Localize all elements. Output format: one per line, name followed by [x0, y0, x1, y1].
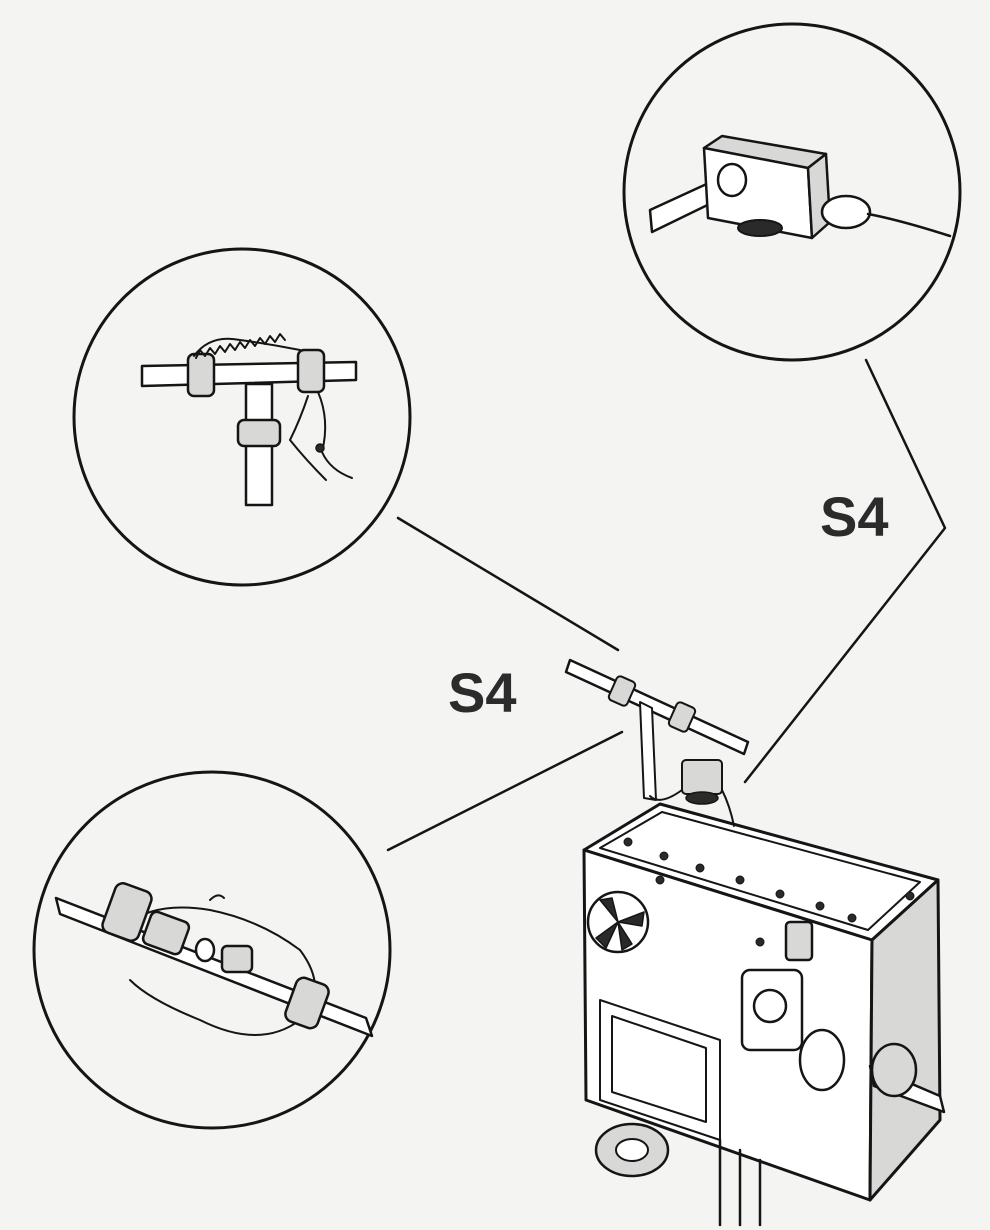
front-lower-panel-inner — [611, 1015, 707, 1123]
connector-base — [737, 219, 783, 237]
shaft-flange — [870, 1042, 918, 1098]
tie-wire-knot — [315, 443, 325, 453]
top-connector-base — [685, 791, 719, 805]
wire-hook — [209, 894, 225, 901]
connector-nut — [716, 162, 748, 198]
mounted-pipe-bend — [649, 789, 683, 801]
fan-blades — [595, 897, 645, 951]
leader-line-right — [743, 358, 947, 784]
clamp-body — [141, 910, 191, 956]
tie-wire-tail-1 — [317, 391, 353, 479]
top-plug — [784, 920, 814, 962]
mounted-fitting-right — [667, 701, 697, 733]
side-boss — [798, 1028, 846, 1092]
mounted-t-junction — [564, 658, 750, 801]
hex-nut — [220, 944, 254, 974]
clamp-left — [101, 882, 153, 942]
detail-circle-outline — [622, 22, 962, 362]
t-fitting-right — [296, 348, 326, 394]
leader-line-bottom-left — [386, 730, 624, 852]
detail-circle-top-left — [72, 247, 412, 587]
callout-label-right: S4 — [820, 485, 889, 548]
tie-wire-twist — [195, 333, 286, 359]
cable-grommet — [820, 194, 872, 230]
t-fitting-left — [186, 352, 216, 398]
tie-wire-top — [193, 337, 301, 357]
washer — [194, 937, 216, 963]
detail-circle-bottom-left — [32, 770, 392, 1130]
cover-bolts — [623, 837, 915, 947]
machine-right-face — [868, 878, 942, 1202]
cable-wire — [866, 212, 952, 238]
top-connector-wire — [721, 789, 735, 827]
clamp-right — [284, 976, 330, 1030]
base-flange-hole — [615, 1138, 649, 1162]
callout-label-center: S4 — [448, 661, 517, 724]
machine-body — [582, 759, 946, 1227]
top-connector-box — [681, 759, 723, 795]
detail-circle-outline — [32, 770, 392, 1130]
detail-circle-top-right — [622, 22, 962, 362]
mounted-vertical-pipe — [639, 701, 657, 801]
machine-top-gasket — [599, 811, 921, 931]
leader-lines — [386, 358, 947, 852]
connector-box-side — [806, 152, 832, 240]
mounted-fitting-left — [607, 675, 637, 707]
detail-circle-outline — [72, 247, 412, 587]
t-fitting-bottom — [236, 418, 282, 448]
base-legs — [718, 1138, 762, 1227]
leader-line-top-left — [396, 516, 620, 652]
tie-wire-tail-2 — [289, 395, 327, 481]
mounted-pipe — [564, 658, 750, 756]
front-port — [752, 988, 788, 1024]
